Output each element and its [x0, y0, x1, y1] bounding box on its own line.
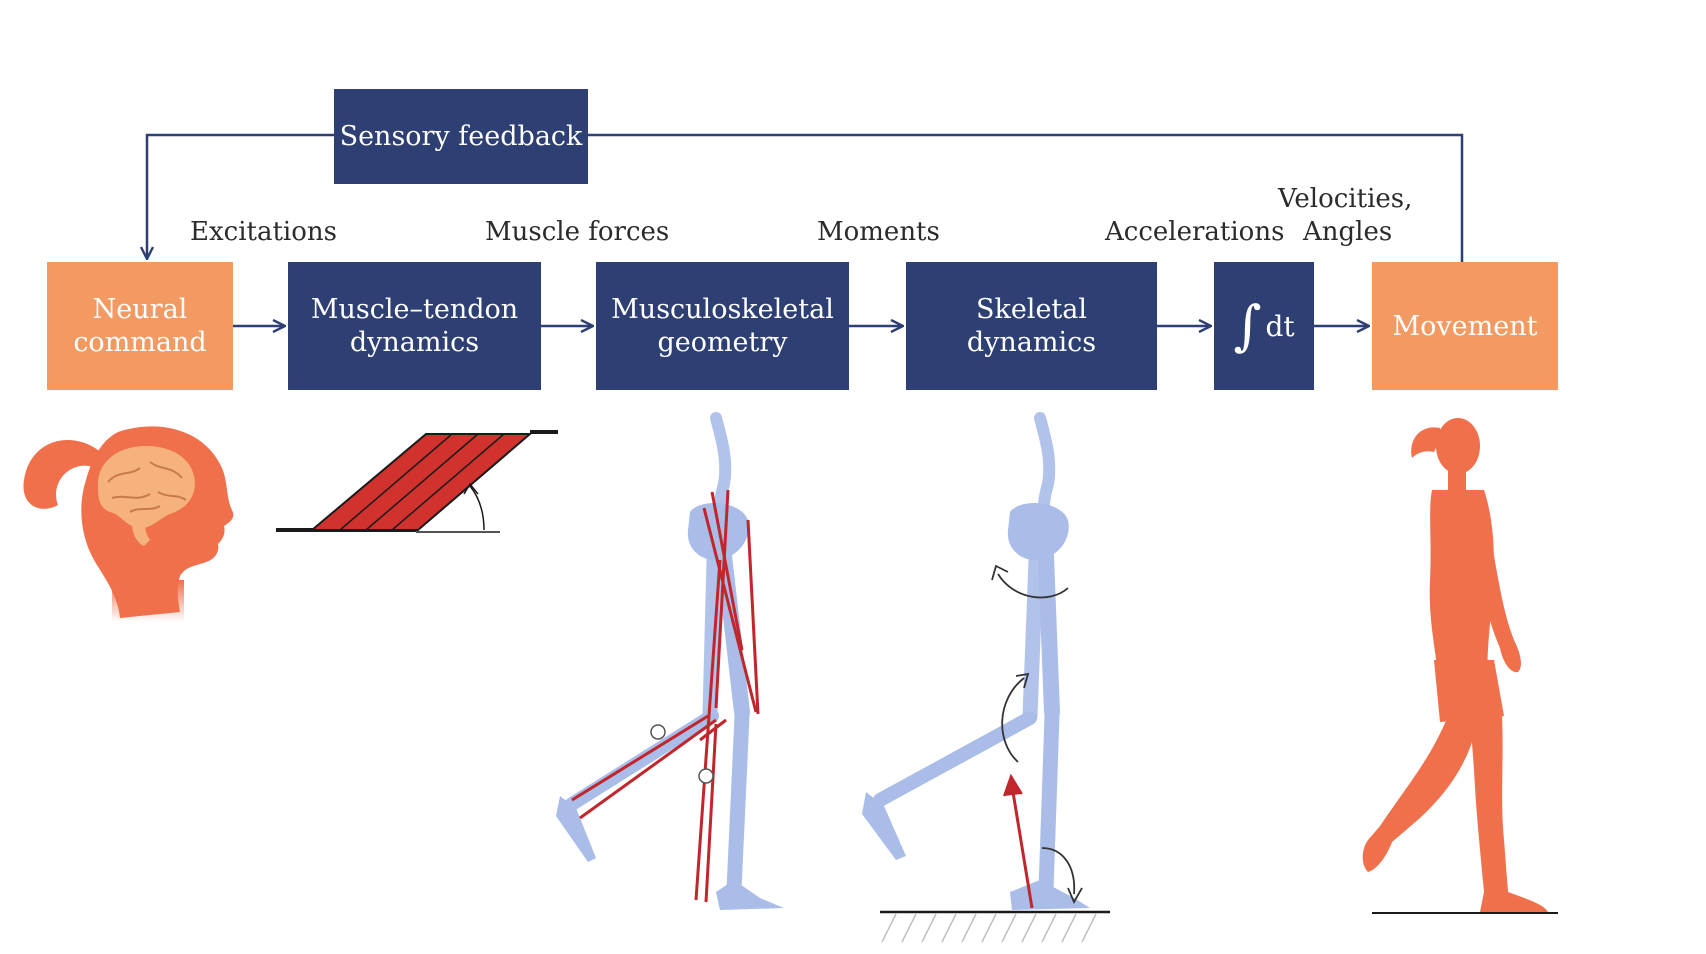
signal-muscle-forces: Muscle forces	[485, 217, 670, 247]
signal-moments: Moments	[817, 217, 940, 247]
muscle-tendon-block: Muscle–tendon dynamics	[288, 262, 541, 390]
muscle-tendon-line2: dynamics	[349, 327, 480, 358]
feedback-return-line	[147, 133, 334, 258]
skeleton-muscles-illustration	[556, 412, 784, 910]
integrator-block: ∫ dt	[1214, 262, 1314, 390]
muscle-tendon-line1: Muscle–tendon	[310, 294, 519, 325]
skeletal-dynamics-line2: dynamics	[966, 327, 1097, 358]
neural-command-line1: Neural	[92, 294, 188, 325]
integral-symbol: ∫	[1233, 294, 1262, 357]
skeletal-dynamics-block: Skeletal dynamics	[906, 262, 1157, 390]
integrator-dt: dt	[1265, 309, 1295, 343]
neural-command-line2: command	[73, 327, 207, 358]
walking-woman-illustration	[1362, 418, 1558, 914]
musculoskeletal-geometry-block: Musculoskeletal geometry	[596, 262, 849, 390]
musculoskeletal-line1: Musculoskeletal	[611, 294, 834, 325]
signal-velocities: Velocities,	[1278, 184, 1413, 214]
skeleton-moments-illustration	[862, 412, 1110, 943]
signal-accelerations: Accelerations	[1105, 217, 1285, 247]
feedback-line	[588, 133, 1464, 262]
movement-block: Movement	[1372, 262, 1558, 390]
pennated-muscle-illustration	[276, 430, 558, 533]
signal-angles: Angles	[1303, 217, 1393, 247]
neural-command-block: Neural command	[47, 262, 233, 390]
sensory-feedback-block: Sensory feedback	[334, 89, 588, 184]
movement-label: Movement	[1392, 310, 1538, 342]
skeletal-dynamics-line1: Skeletal	[975, 294, 1088, 325]
musculoskeletal-line2: geometry	[657, 327, 788, 358]
sensory-feedback-label: Sensory feedback	[339, 121, 583, 152]
head-brain-illustration	[23, 426, 234, 622]
signal-excitations: Excitations	[190, 217, 337, 247]
